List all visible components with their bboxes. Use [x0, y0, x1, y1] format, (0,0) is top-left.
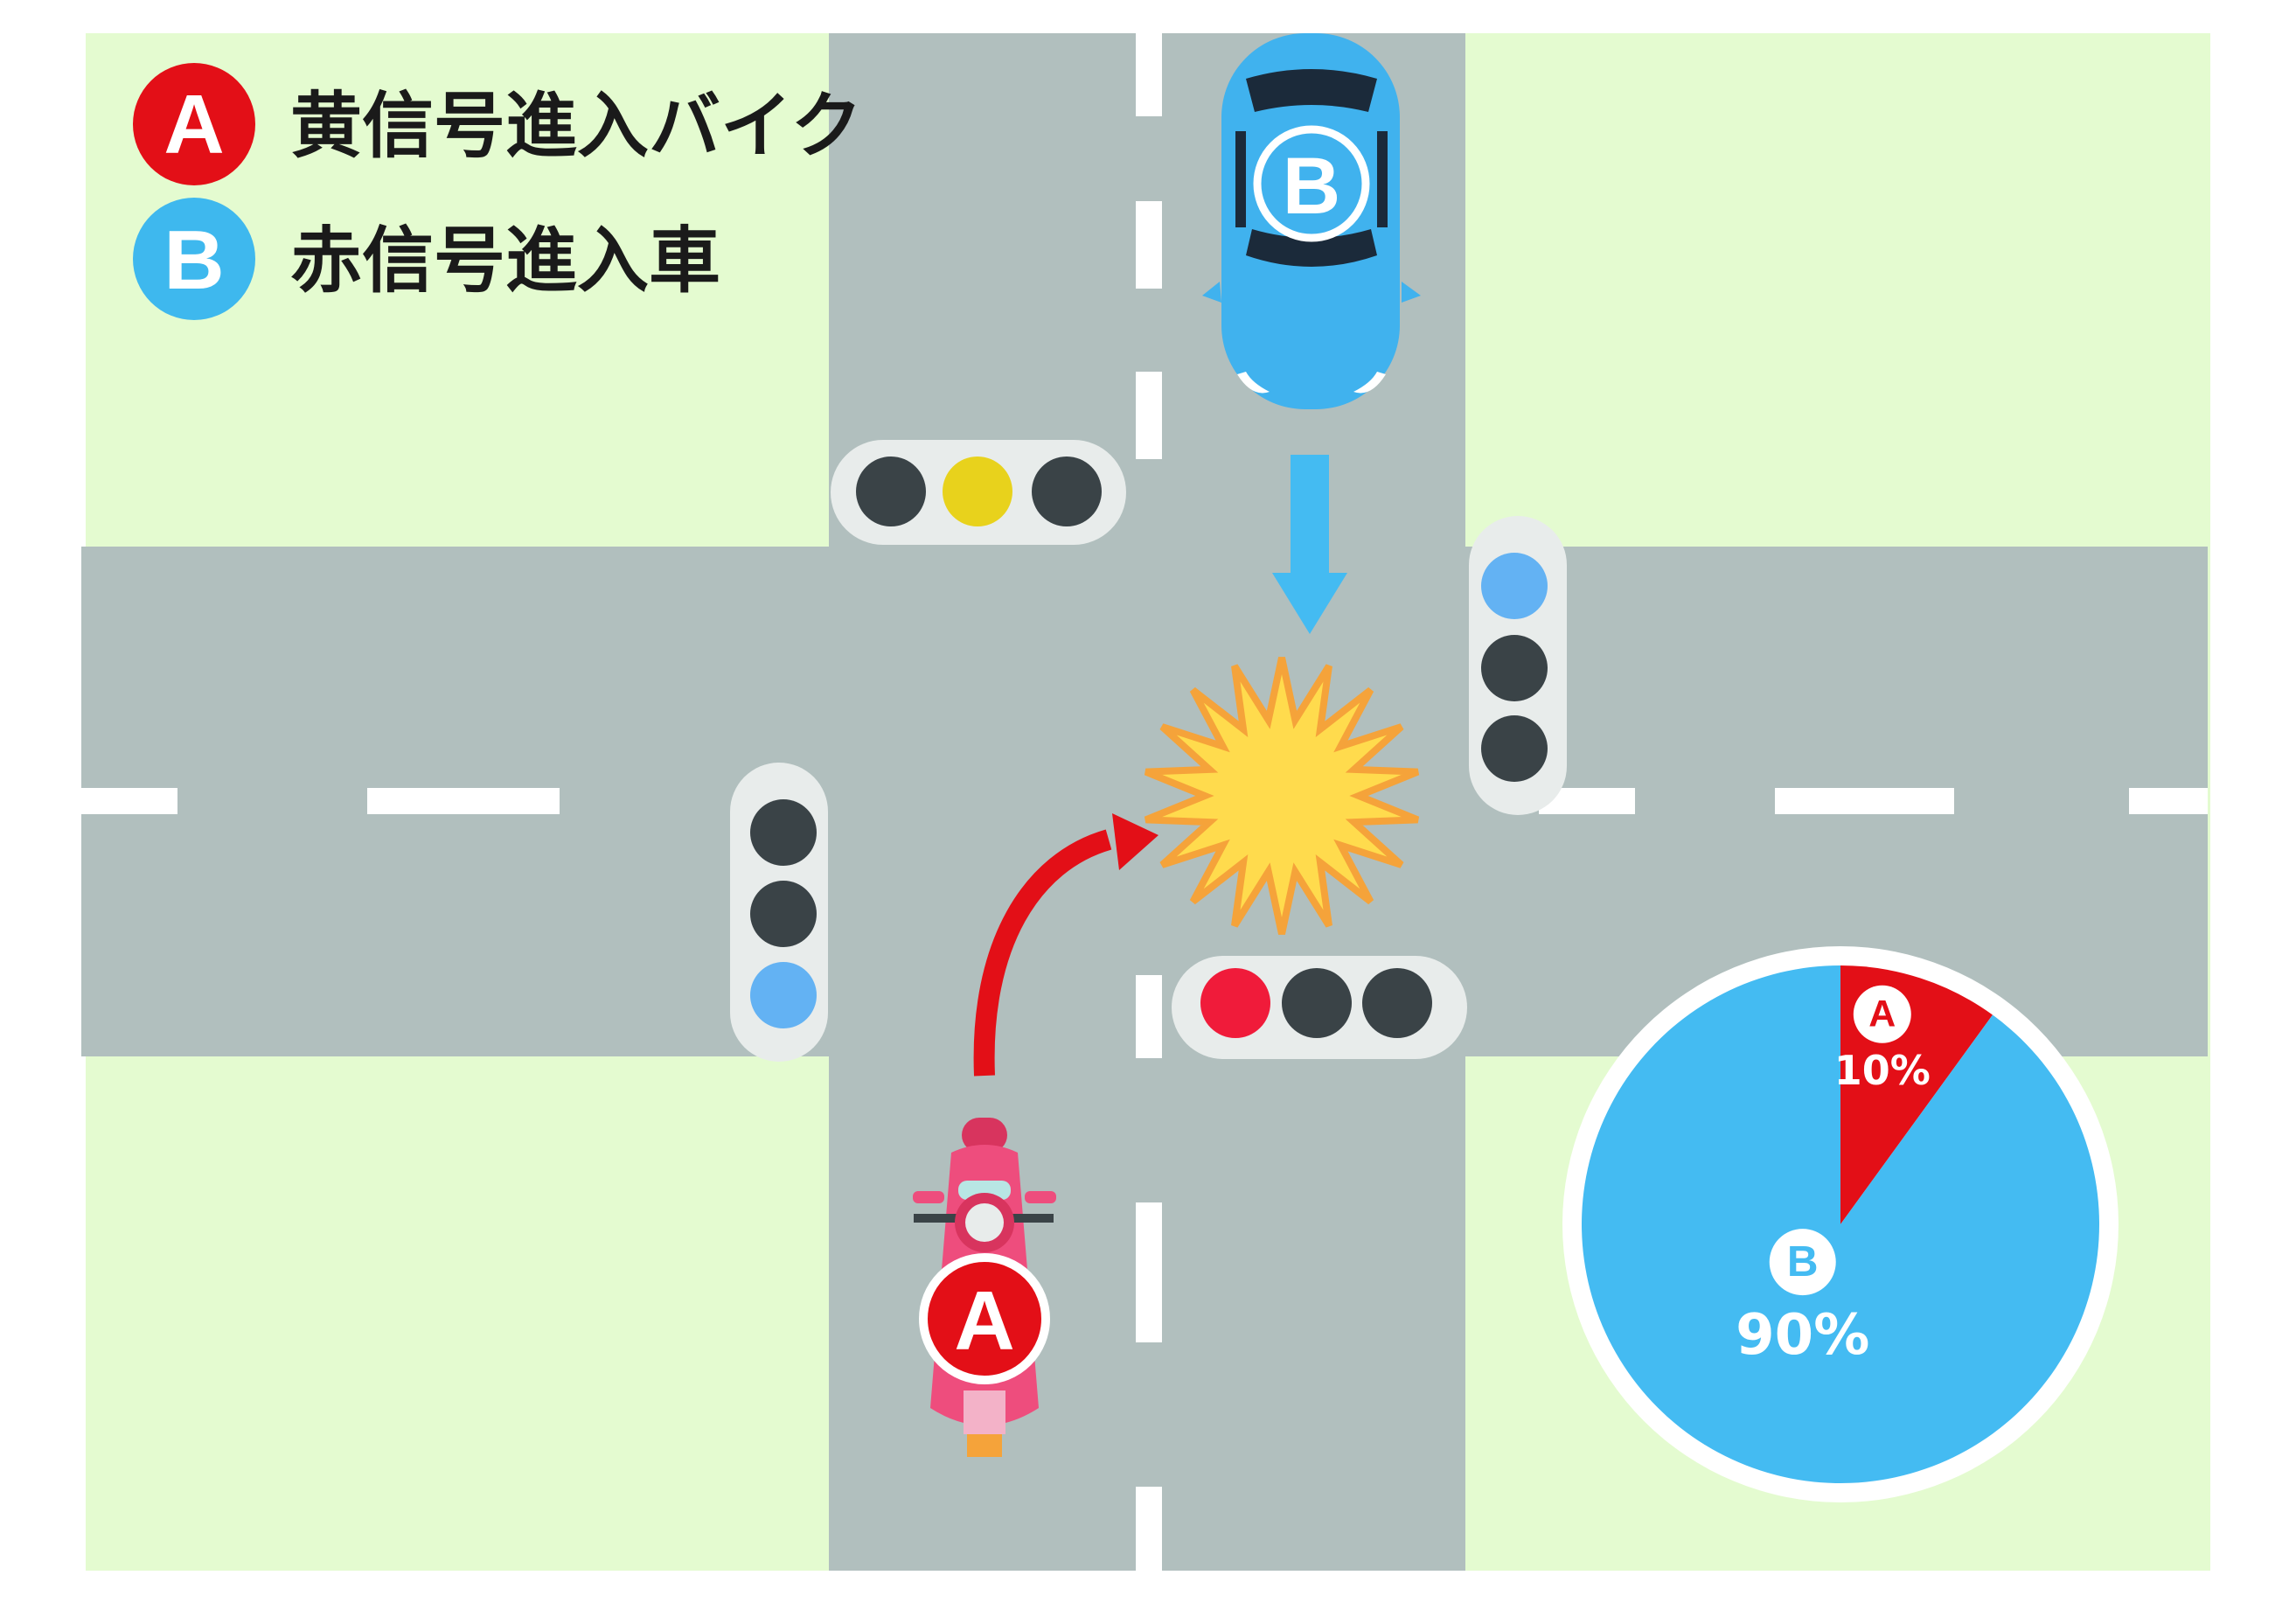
bike-path-arrowhead [1112, 813, 1158, 870]
car-badge-b [1253, 125, 1370, 242]
signal-top-lamp-3 [1032, 457, 1102, 526]
car-direction-arrow [1272, 455, 1347, 634]
signal-right-lamp-2 [1481, 635, 1548, 701]
car-badge-b-letter: B [1283, 142, 1340, 231]
car-b: B [1202, 33, 1421, 409]
collision-icon [1144, 657, 1420, 935]
signal-top [831, 440, 1126, 545]
pie-label-percent-b: 90% [1736, 1303, 1869, 1368]
legend-badge-b [133, 198, 255, 320]
signal-left-lamp-3 [750, 962, 817, 1028]
signal-top-lamp-1 [856, 457, 926, 526]
signal-bottom [1172, 956, 1467, 1059]
pie-label-letter-b: B [1787, 1237, 1819, 1286]
legend-label-b: 赤信号進入車 [290, 220, 720, 303]
legend-badge-a [133, 63, 255, 185]
legend: A 黄信号進入バイク B 赤信号進入車 [133, 63, 862, 320]
legend-item-b: B 赤信号進入車 [133, 198, 720, 320]
signal-left-lamp-1 [750, 799, 817, 866]
signal-right-lamp-1 [1481, 553, 1548, 619]
bike-path-arrow [973, 829, 1112, 1077]
motorbike-a: A [913, 1118, 1056, 1457]
signal-right [1469, 516, 1567, 815]
pie-slice-b [1582, 965, 2099, 1484]
pie-label-badge-b [1769, 1229, 1836, 1296]
pie-label-letter-a: A [1868, 993, 1896, 1035]
legend-item-a: A 黄信号進入バイク [133, 63, 862, 185]
bike-badge-a-letter: A [954, 1274, 1014, 1368]
legend-badge-b-letter: B [164, 213, 224, 307]
pie-label-badge-a [1853, 985, 1911, 1043]
bike-badge-a [919, 1253, 1050, 1384]
signal-left [730, 763, 828, 1062]
pie-label-percent-a: 10% [1834, 1047, 1931, 1094]
signal-bottom-lamp-3 [1362, 968, 1432, 1038]
signal-bottom-lamp-2 [1282, 968, 1352, 1038]
signal-left-lamp-2 [750, 881, 817, 947]
signal-bottom-lamp-1 [1200, 968, 1270, 1038]
legend-label-a: 黄信号進入バイク [290, 85, 862, 168]
legend-badge-a-letter: A [164, 78, 224, 171]
signal-right-lamp-3 [1481, 715, 1548, 782]
lane-markings [81, 33, 2208, 1571]
fault-ratio-pie-chart: A 10% B 90% [1562, 946, 2119, 1502]
signal-top-lamp-2 [943, 457, 1012, 526]
